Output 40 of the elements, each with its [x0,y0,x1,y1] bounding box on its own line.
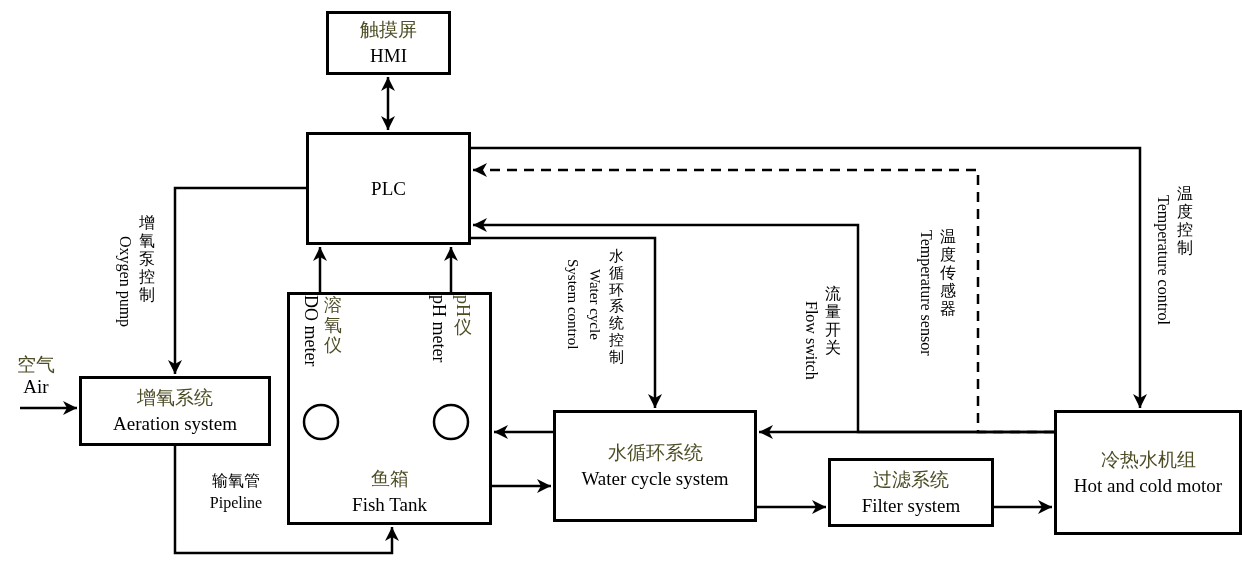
dashed-arrow [473,163,1054,434]
box-label: Hot and cold motor [1073,473,1223,498]
process-box [553,410,757,522]
process-box [79,376,271,446]
box-label: 增氧系统 [137,386,213,410]
box-label: Fish Tank [352,493,427,517]
meter-label: DO meter [299,295,322,367]
arrow [492,479,551,493]
input-label: Air [23,376,49,398]
arrow [168,186,306,374]
arrow [444,247,458,292]
arrow [494,425,553,439]
arrow [994,500,1052,514]
arrow [313,247,327,292]
tank-box [287,292,492,525]
box-label: Aeration system [113,412,237,436]
box-label: Filter system [861,493,961,518]
process-box [326,11,451,75]
box-label: 鱼箱 [370,467,409,491]
arrow [471,236,662,408]
arrow [173,446,399,555]
input-label: 空气 [17,354,55,376]
controller-box [306,132,471,245]
box-label: 冷热水机组 [1100,447,1196,472]
process-box [828,458,994,527]
arrow [381,77,395,130]
arrow [757,500,826,514]
meter-label: pH 仪 [452,295,474,338]
process-box [1054,410,1242,535]
box-label: 水循环系统 [607,441,703,465]
box-label: PLC [371,176,406,201]
arrow [471,146,1147,408]
arrow [20,401,77,415]
edge-label: 输氧管 Pipeline [208,471,264,514]
box-label: Water cycle system [581,467,729,491]
box-label: 过滤系统 [873,467,949,492]
meter-label: pH meter [428,295,450,363]
meter-label: 溶氧仪 [323,295,343,356]
box-label: 触摸屏 [360,18,417,42]
box-label: HMI [370,44,407,68]
